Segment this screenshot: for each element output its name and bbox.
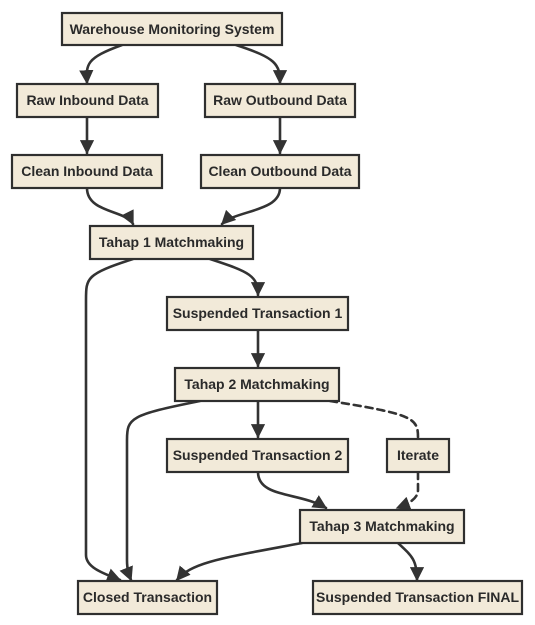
node-label: Clean Outbound Data [208, 163, 351, 179]
node-tahap-1-matchmaking: Tahap 1 Matchmaking [88, 224, 255, 261]
node-suspended-transaction-2: Suspended Transaction 2 [165, 437, 350, 474]
node-label: Suspended Transaction 2 [173, 447, 343, 463]
nodes-layer: Warehouse Monitoring System Raw Inbound … [10, 11, 524, 616]
node-tahap-2-matchmaking: Tahap 2 Matchmaking [173, 366, 341, 403]
edge-clean-inbound-to-tahap1 [85, 186, 135, 226]
edge-tahap2-to-closed [119, 399, 202, 582]
node-label: Closed Transaction [83, 589, 212, 605]
edge-tahap3-to-closed [175, 541, 304, 582]
node-label: Iterate [397, 447, 439, 463]
edge-tahap3-to-suspended-final [396, 541, 425, 582]
node-clean-inbound-data: Clean Inbound Data [10, 153, 164, 190]
node-iterate: Iterate [385, 437, 451, 474]
node-clean-outbound-data: Clean Outbound Data [199, 153, 361, 190]
edge-suspended2-to-tahap3 [256, 470, 328, 510]
node-raw-inbound-data: Raw Inbound Data [15, 82, 160, 119]
node-label: Raw Outbound Data [213, 92, 347, 108]
edge-tahap2-to-iterate [328, 399, 420, 439]
edge-clean-outbound-to-tahap1 [220, 186, 282, 226]
edge-tahap1-to-suspended1 [208, 257, 266, 297]
node-suspended-transaction-1: Suspended Transaction 1 [165, 295, 350, 332]
node-label: Suspended Transaction 1 [173, 305, 343, 321]
node-label: Clean Inbound Data [21, 163, 153, 179]
edge-iterate-to-tahap3 [395, 470, 420, 511]
node-label: Suspended Transaction FINAL [316, 589, 519, 605]
edge-warehouse-to-raw-inbound [79, 43, 124, 85]
node-label: Raw Inbound Data [26, 92, 148, 108]
node-label: Warehouse Monitoring System [70, 21, 275, 37]
edge-tahap1-to-closed [84, 257, 135, 582]
node-suspended-transaction-final: Suspended Transaction FINAL [311, 579, 524, 616]
edges-layer [79, 43, 425, 582]
node-label: Tahap 3 Matchmaking [309, 518, 454, 534]
edge-warehouse-to-raw-outbound [234, 43, 288, 85]
node-label: Tahap 1 Matchmaking [99, 234, 244, 250]
node-label: Tahap 2 Matchmaking [184, 376, 329, 392]
node-raw-outbound-data: Raw Outbound Data [203, 82, 357, 119]
node-closed-transaction: Closed Transaction [76, 579, 219, 616]
node-warehouse-monitoring-system: Warehouse Monitoring System [60, 11, 284, 47]
node-tahap-3-matchmaking: Tahap 3 Matchmaking [298, 508, 466, 545]
